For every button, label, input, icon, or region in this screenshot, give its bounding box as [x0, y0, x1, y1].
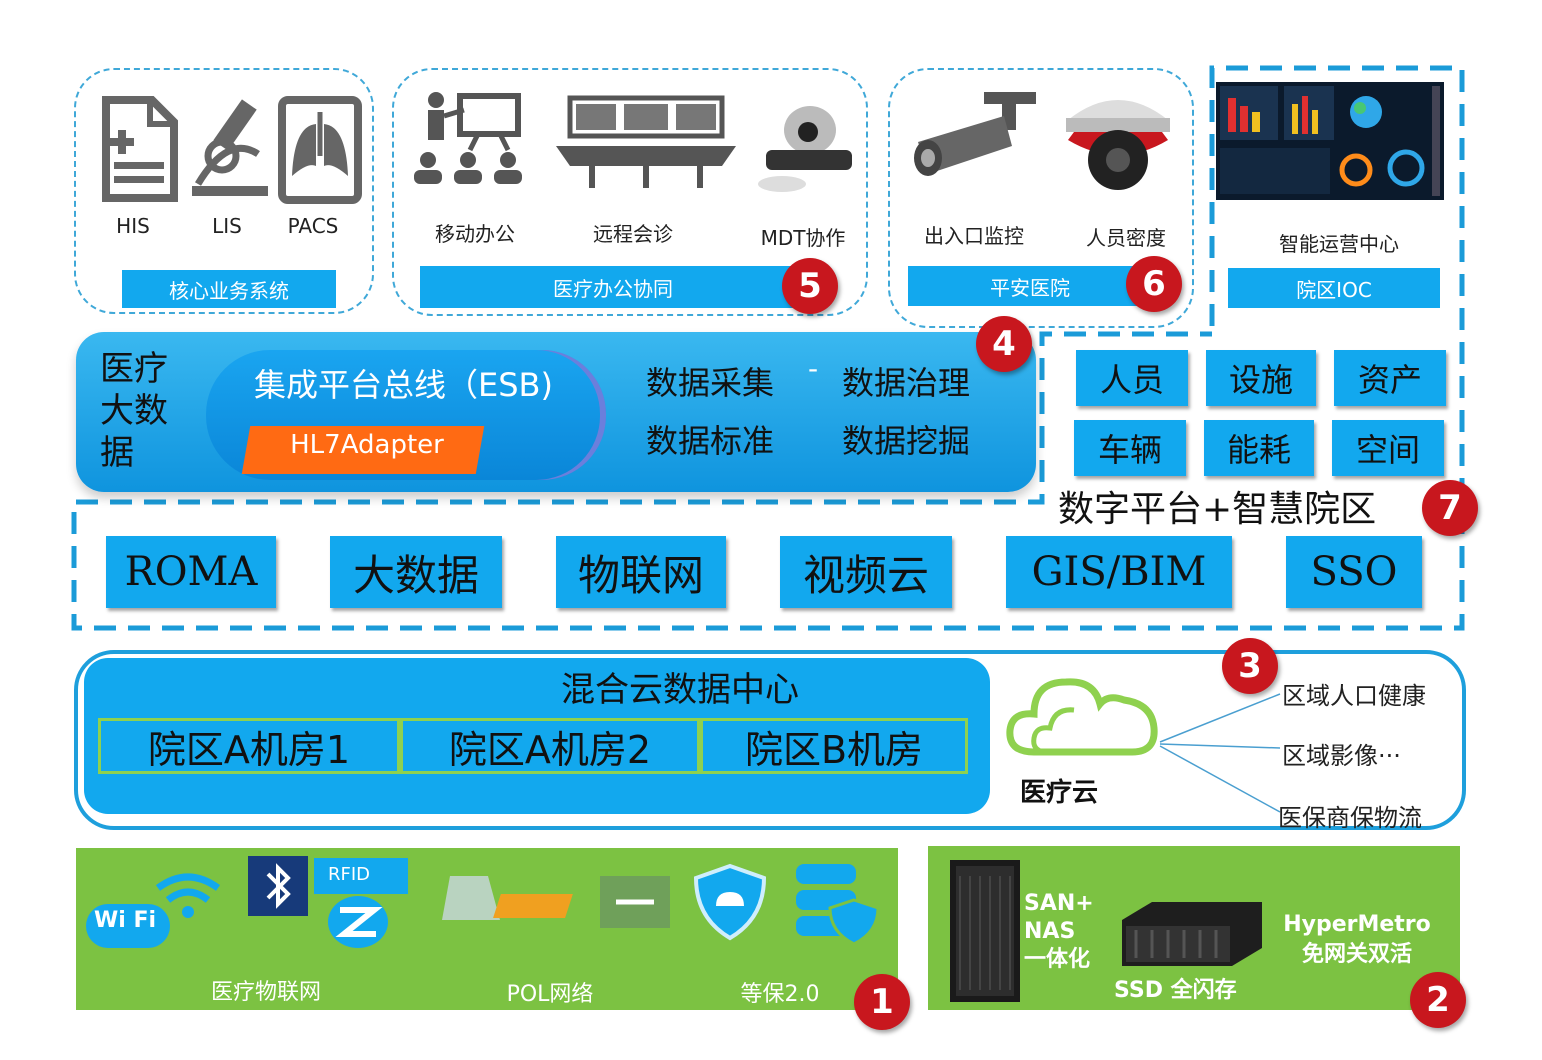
platform-gis-bim[interactable]: GIS/BIM — [1006, 536, 1232, 608]
medical-cloud-label: 医疗云 — [1020, 778, 1099, 808]
hybrid-dc-title: 混合云数据中心 — [561, 670, 799, 710]
security-shield-icon — [693, 863, 767, 941]
core-system-bar[interactable]: 核心业务系统 — [122, 270, 336, 308]
room-a1[interactable]: 院区A机房1 — [98, 718, 400, 774]
core-system-group — [74, 68, 374, 314]
link-region-health: 区域人口健康 — [1282, 682, 1426, 710]
campus-title: 数字平台+智慧院区 — [1058, 489, 1377, 530]
campus-item-facility[interactable]: 设施 — [1206, 350, 1316, 406]
hybrid-cloud-frame — [74, 650, 1466, 830]
mdt-label: MDT协作 — [760, 226, 846, 250]
his-label: HIS — [116, 214, 150, 238]
esb-label: 集成平台总线（ESB) — [254, 366, 553, 404]
server-rack-icon — [950, 860, 1020, 1002]
bigdata-title: 医疗大数据 — [100, 349, 168, 473]
badge-5: 5 — [782, 258, 838, 314]
campus-item-asset[interactable]: 资产 — [1334, 350, 1446, 406]
lis-label: LIS — [212, 214, 242, 238]
badge-3: 3 — [1222, 638, 1278, 694]
link-region-imaging: 区域影像··· — [1282, 742, 1401, 770]
security-label: 等保2.0 — [740, 982, 820, 1007]
badge-2: 2 — [1410, 972, 1466, 1028]
data-dash: - — [808, 352, 819, 385]
lungs-xray-icon — [278, 96, 362, 204]
platform-roma[interactable]: ROMA — [106, 536, 276, 608]
link-insurance-logistics: 医保商保物流 — [1278, 804, 1422, 832]
campus-item-vehicle[interactable]: 车辆 — [1074, 420, 1186, 476]
campus-item-personnel[interactable]: 人员 — [1076, 350, 1188, 406]
rfid-label: RFID — [328, 864, 371, 885]
office-bar[interactable]: 医疗办公协同 — [420, 266, 806, 308]
mobile-office-label: 移动办公 — [435, 222, 515, 246]
iot-label: 医疗物联网 — [210, 980, 321, 1005]
ioc-center-label: 智能运营中心 — [1279, 232, 1399, 256]
presentation-icon — [414, 92, 522, 184]
room-b[interactable]: 院区B机房 — [700, 718, 968, 774]
database-shield-icon — [796, 864, 880, 946]
data-collect-label: 数据采集 — [646, 364, 775, 402]
data-mine-label: 数据挖掘 — [842, 422, 971, 460]
room-a2[interactable]: 院区A机房2 — [400, 718, 700, 774]
remote-consult-label: 远程会诊 — [593, 222, 673, 246]
hybrid-dc-panel — [84, 658, 990, 814]
badge-6: 6 — [1126, 256, 1182, 312]
wifi-icon — [86, 873, 221, 948]
density-label: 人员密度 — [1086, 226, 1166, 250]
pol-label: POL网络 — [506, 982, 594, 1007]
pol-network-icon — [442, 876, 670, 928]
ioc-bar[interactable]: 院区IOC — [1228, 268, 1440, 308]
dome-camera-icon — [1066, 100, 1170, 190]
rfid-tag — [314, 858, 408, 894]
badge-1: 1 — [854, 974, 910, 1030]
ssd-label: SSD 全闪存 — [1114, 978, 1237, 1003]
zigbee-icon — [328, 896, 388, 948]
hl7-adapter-label: HL7Adapter — [290, 430, 444, 460]
bluetooth-icon — [248, 856, 308, 916]
platform-sso[interactable]: SSO — [1286, 536, 1422, 608]
cloud-icon — [1006, 678, 1158, 756]
video-consult-icon — [556, 95, 736, 188]
data-standard-label: 数据标准 — [646, 422, 775, 460]
platform-iot[interactable]: 物联网 — [556, 536, 726, 608]
platform-bigdata[interactable]: 大数据 — [330, 536, 502, 608]
campus-item-energy[interactable]: 能耗 — [1204, 420, 1314, 476]
pacs-label: PACS — [287, 214, 339, 238]
wifi-label: Wi Fi — [94, 908, 157, 933]
document-icon — [102, 96, 178, 202]
badge-4: 4 — [976, 316, 1032, 372]
campus-item-space[interactable]: 空间 — [1332, 420, 1444, 476]
gate-monitor-label: 出入口监控 — [924, 224, 1024, 248]
hypermetro-label: HyperMetro 免网关双活 — [1283, 912, 1431, 967]
microscope-icon — [192, 99, 268, 196]
data-govern-label: 数据治理 — [842, 364, 971, 402]
safety-bar[interactable]: 平安医院 — [908, 266, 1152, 306]
conference-camera-icon — [758, 106, 852, 192]
badge-7: 7 — [1422, 480, 1478, 536]
platform-video-cloud[interactable]: 视频云 — [780, 536, 952, 608]
cloud-links — [1159, 693, 1281, 813]
safety-group — [888, 68, 1194, 328]
office-group — [392, 68, 868, 316]
surveillance-camera-icon — [914, 92, 1036, 176]
ssd-array-icon — [1122, 902, 1262, 966]
san-nas-label: SAN+ NAS 一体化 — [1024, 891, 1094, 972]
ioc-dashboard-icon — [1216, 82, 1444, 200]
